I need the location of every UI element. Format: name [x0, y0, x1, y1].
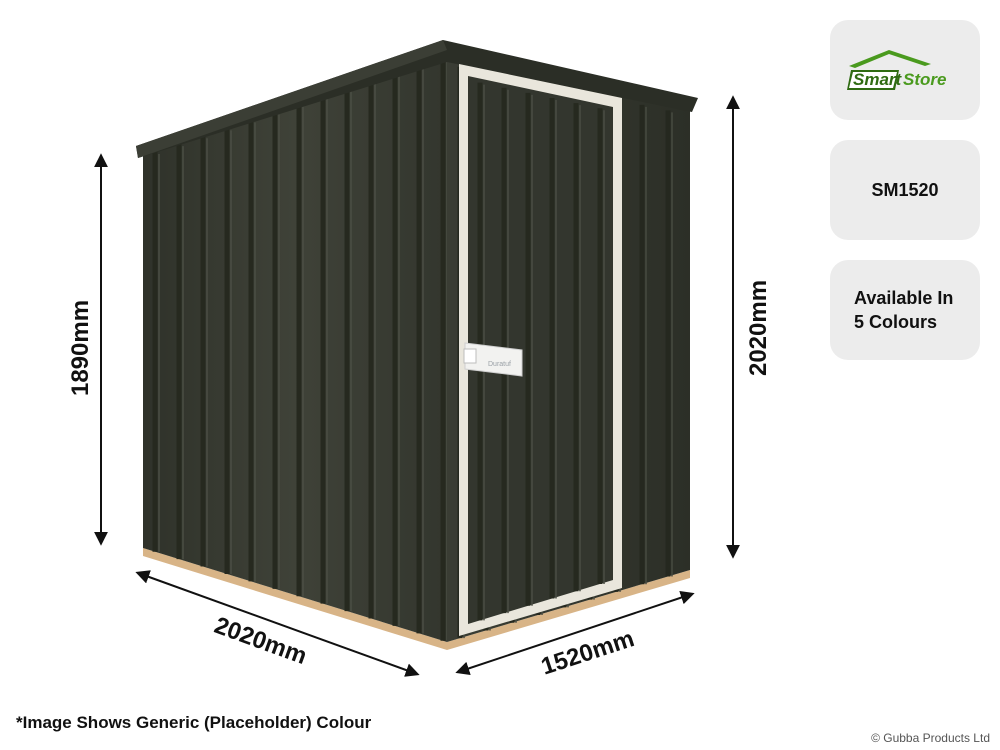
colour-disclaimer: *Image Shows Generic (Placeholder) Colou… [16, 713, 372, 732]
copyright-notice: © Gubba Products Ltd [871, 731, 990, 745]
right-height-label: 2020mm [745, 280, 772, 376]
door-ribs [477, 82, 605, 621]
smartstore-logo-icon: Smart Store [847, 50, 946, 90]
logo-word-store: Store [903, 70, 946, 89]
colours-card: Available In 5 Colours [830, 260, 980, 360]
model-card: SM1520 [830, 140, 980, 240]
width-label: 1520mm [538, 625, 638, 680]
model-number: SM1520 [871, 180, 939, 200]
door-handle-brand: Duratuf [488, 361, 511, 368]
shed-roof-edge [136, 40, 447, 158]
door-handle[interactable]: Duratuf [463, 342, 523, 377]
brand-logo-card: Smart Store [830, 20, 980, 120]
length-arrow [135, 570, 420, 677]
colour-availability-line2: 5 Colours [854, 312, 938, 332]
side-wall-ribs [152, 57, 448, 641]
width-arrow [455, 590, 695, 676]
shed-roof [136, 40, 698, 158]
left-height-label: 1890mm [67, 300, 94, 396]
length-label: 2020mm [211, 612, 311, 670]
colour-availability: Available In 5 Colours [854, 286, 953, 334]
logo-word-smart: Smart [853, 70, 903, 89]
colour-availability-line1: Available In [854, 288, 954, 308]
